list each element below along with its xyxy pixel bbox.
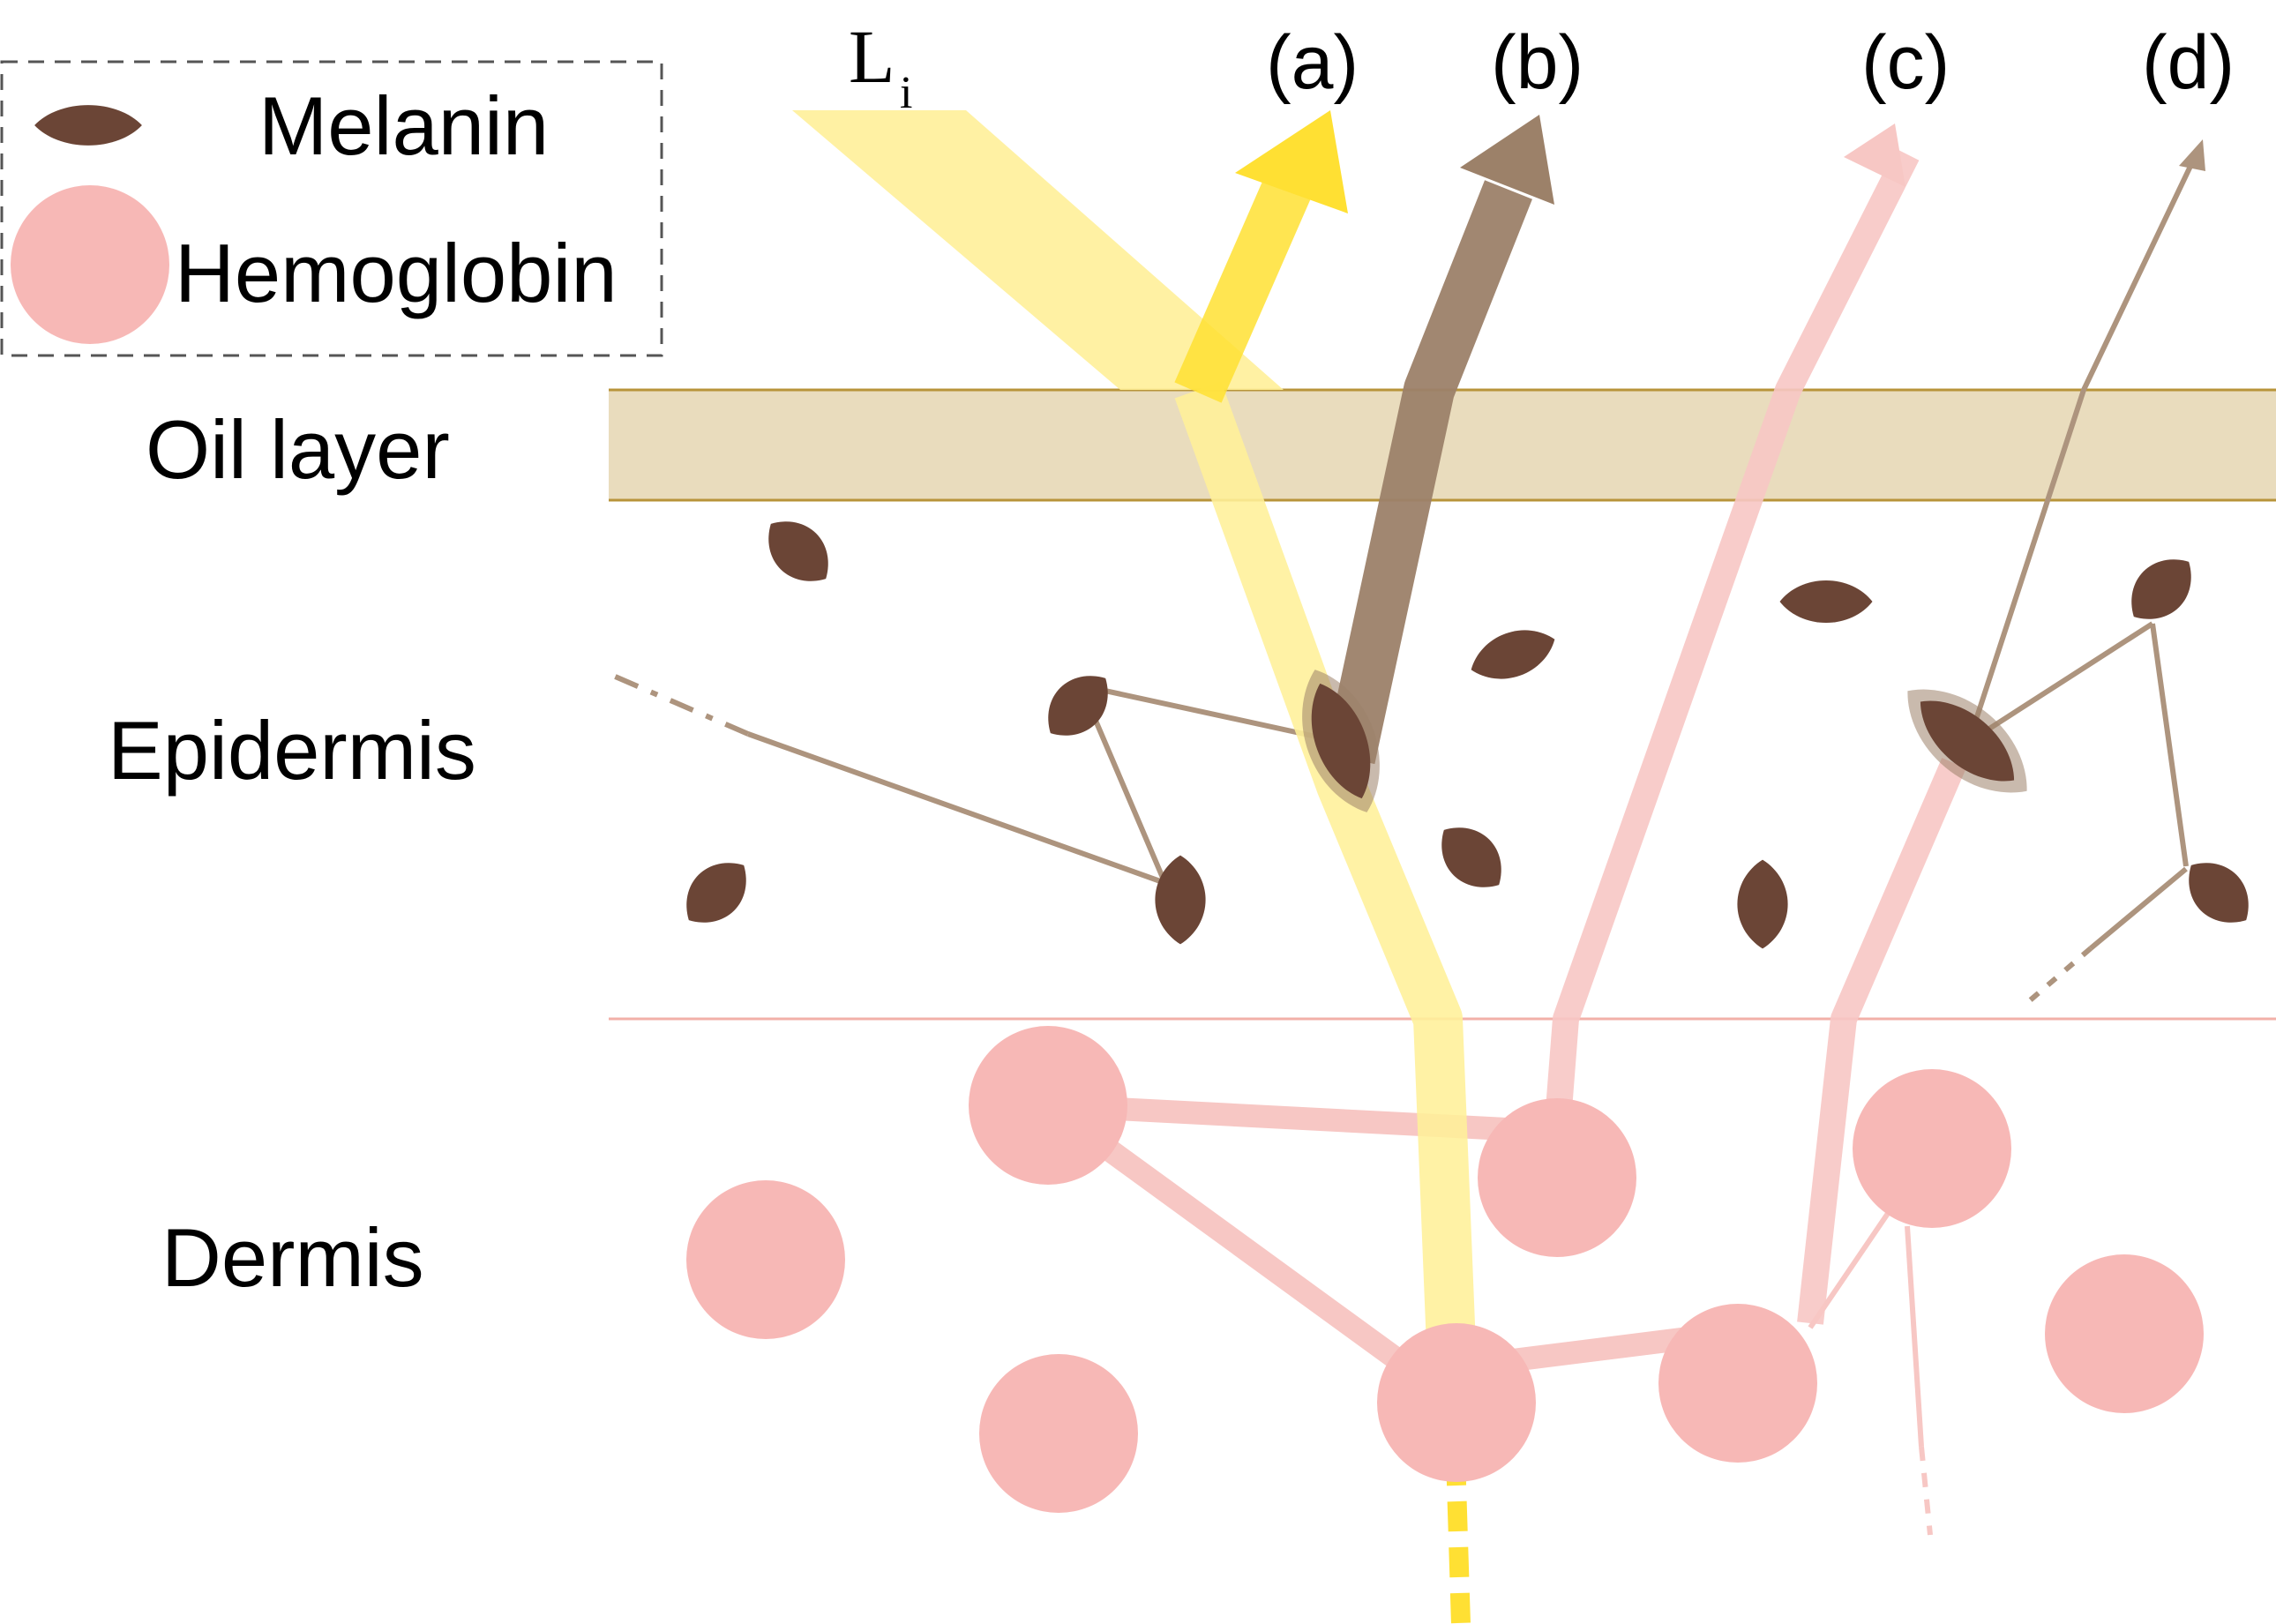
path-c-label: (c) <box>1861 20 1950 105</box>
incident-light-beam <box>792 110 1284 390</box>
melanin-particle <box>1779 580 1873 624</box>
path-d-label: (d) <box>2142 20 2235 105</box>
dermis-label: Dermis <box>161 1211 424 1304</box>
refracted-light-dashes <box>1446 1455 1471 1624</box>
hemoglobin-scatter-paths <box>1041 123 1966 1536</box>
legend-melanin-icon <box>34 105 142 146</box>
melanin-scatter-dash <box>605 670 750 737</box>
hemoglobin-scatter-dash <box>1919 1446 1933 1536</box>
legend-melanin-label: Melanin <box>258 79 549 172</box>
melanin-particle <box>752 505 844 597</box>
path-d-arrowhead <box>2179 139 2205 171</box>
melanin-scatter-line <box>1985 621 2154 733</box>
path-a-label: (a) <box>1266 20 1359 105</box>
oil-layer-label: Oil layer <box>146 403 450 496</box>
melanin-particle <box>2115 543 2207 635</box>
legend-border <box>0 60 663 357</box>
hemoglobin-scatter-thin <box>1905 1225 1924 1448</box>
melanin-scatter-line <box>2089 866 2188 951</box>
melanin-particle <box>670 847 762 939</box>
path-b-pink-arrowhead <box>1844 123 1905 187</box>
hemoglobin-particle <box>1853 1069 2011 1228</box>
hemoglobin-scatter-line <box>1041 1096 1464 1412</box>
hemoglobin-particle <box>1658 1304 1817 1463</box>
path-b-pink-ray <box>1544 148 1920 1134</box>
melanin-particle <box>1155 855 1206 945</box>
path-b-brown-beam <box>1324 180 1532 765</box>
legend-hemoglobin-label: Hemoglobin <box>175 227 618 319</box>
hemoglobin-particle <box>1478 1098 1636 1257</box>
incident-light-subscript: i <box>900 68 912 118</box>
melanin-particle <box>1737 859 1788 949</box>
melanin-particle <box>1464 618 1562 691</box>
hemoglobin-particle <box>979 1354 1138 1513</box>
melanin-scatter-line <box>1080 683 1337 744</box>
refracted-light-beam <box>1174 381 1480 1457</box>
hemoglobin-particles <box>686 1026 2204 1513</box>
melanin-particle <box>1032 660 1124 752</box>
hemoglobin-particle <box>1377 1323 1536 1482</box>
melanin-scatter-dash <box>2027 946 2093 1004</box>
incident-light-label: L <box>849 14 895 99</box>
path-a-reflected-beam <box>1174 170 1314 403</box>
hemoglobin-scatter-line <box>1047 1094 1558 1143</box>
legend: Melanin Hemoglobin <box>0 60 663 357</box>
melanin-scatter-line <box>746 731 1164 885</box>
epidermis-label: Epidermis <box>108 704 476 797</box>
melanin-scatter-line <box>2150 623 2189 867</box>
path-a-arrowhead <box>1235 110 1348 213</box>
melanin-particle-highlighted <box>1885 664 2049 818</box>
incident-light <box>792 110 1480 1624</box>
hemoglobin-particle <box>2045 1254 2204 1413</box>
path-b-arrowhead <box>1460 115 1554 205</box>
legend-hemoglobin-icon <box>11 185 169 344</box>
hemoglobin-particle <box>686 1180 845 1339</box>
melanin-particle <box>1426 812 1517 903</box>
path-b-melanin-ray <box>1324 115 1554 765</box>
path-c-pink-ray <box>1797 758 1966 1325</box>
path-b-label: (b) <box>1491 20 1583 105</box>
path-d-ray <box>1971 157 2197 729</box>
hemoglobin-particle <box>969 1026 1127 1185</box>
